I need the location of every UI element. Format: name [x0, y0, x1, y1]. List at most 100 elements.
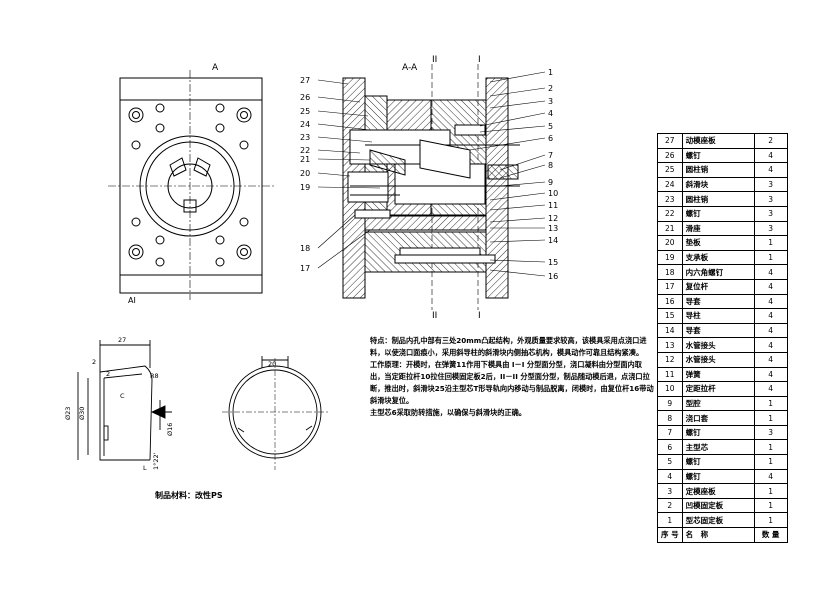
bom-row-quantity: 4 [753, 381, 788, 397]
bom-row-quantity: 4 [753, 162, 788, 178]
bom-row-name: 支承板 [681, 249, 755, 266]
bom-row-name: 斜滑块 [681, 176, 755, 193]
dim-left-small: 2 [106, 370, 110, 378]
bom-row-number: 19 [657, 249, 683, 266]
bom-row-name: 复位杆 [681, 278, 755, 295]
section-title: A-A [402, 63, 418, 73]
callout-labels-right: 1 2 3 4 5 6 7 8 9 10 11 12 13 14 15 16 [548, 68, 558, 281]
bom-row-quantity: 4 [753, 322, 788, 339]
bom-row-quantity: 1 [753, 439, 788, 456]
bom-row-quantity: 1 [753, 497, 788, 514]
callout-18: 18 [300, 244, 310, 253]
callout-17: 17 [300, 264, 310, 273]
callout-27: 27 [300, 76, 310, 85]
bom-row-number: 10 [657, 381, 683, 397]
bom-row-number: 12 [657, 351, 683, 368]
callout-21: 21 [300, 155, 310, 164]
bom-row-quantity: 4 [753, 293, 788, 310]
callout-12: 12 [548, 214, 558, 223]
bom-row-quantity: 3 [753, 424, 788, 441]
dim-r: R8 [150, 372, 159, 380]
bom-row-number: 4 [657, 468, 683, 485]
bom-row-quantity: 1 [753, 395, 788, 412]
bom-row-name: 螺钉 [681, 454, 755, 470]
callout-16: 16 [548, 272, 558, 281]
section-mark-top-left: II [432, 55, 437, 65]
bom-row-name: 螺钉 [681, 147, 755, 164]
bom-row-quantity: 3 [753, 220, 788, 237]
product-dimensions: 27 2 2 C R8 Ø23 Ø30 Ø16 L 1°22' [64, 336, 174, 472]
bom-row-number: 13 [657, 337, 683, 353]
bom-row-number: 11 [657, 366, 683, 383]
bom-row-name: 型芯固定板 [681, 512, 755, 529]
bom-row-number: 5 [657, 454, 683, 470]
bom-row-name: 圆柱销 [681, 162, 755, 178]
callout-22: 22 [300, 146, 310, 155]
section-mark-bottom-right: I [478, 311, 481, 321]
bom-header-number: 序 号 [657, 527, 683, 543]
bom-row-number: 2 [657, 497, 683, 514]
bom-row-quantity: 3 [753, 205, 788, 222]
bom-row-quantity: 1 [753, 483, 788, 499]
callout-26: 26 [300, 93, 310, 102]
callouts-left [317, 79, 381, 269]
bom-row-number: 1 [657, 512, 683, 529]
dim-l: L [143, 464, 147, 472]
callout-2: 2 [548, 84, 553, 93]
dim-top-small: 2 [92, 358, 96, 366]
section-mark-bottom-left: II [432, 311, 437, 321]
callout-24: 24 [300, 120, 310, 129]
bom-row-number: 26 [657, 147, 683, 164]
bom-row-number: 23 [657, 191, 683, 207]
bom-row-number: 21 [657, 220, 683, 237]
callout-25: 25 [300, 107, 310, 116]
bom-row-name: 垫板 [681, 235, 755, 251]
callout-13: 13 [548, 224, 558, 233]
technical-notes: 特点：制品内孔中部有三处20mm凸起结构，外观质量要求较高，该模具采用点浇口进料… [370, 335, 655, 419]
callouts-right [469, 71, 546, 277]
bom-row-quantity: 1 [753, 235, 788, 251]
bom-row-number: 3 [657, 483, 683, 499]
bom-row-name: 动模座板 [681, 133, 755, 149]
bom-row-number: 14 [657, 322, 683, 339]
bom-row-number: 16 [657, 293, 683, 310]
callout-3: 3 [548, 97, 553, 106]
bom-row-name: 内六角螺钉 [681, 264, 755, 280]
bom-row-number: 18 [657, 264, 683, 280]
bom-row-name: 水管接头 [681, 337, 755, 353]
bom-row-quantity: 4 [753, 351, 788, 368]
bom-row-name: 导套 [681, 293, 755, 310]
bom-row-number: 22 [657, 205, 683, 222]
bom-row-name: 圆柱销 [681, 191, 755, 207]
bom-row-quantity: 1 [753, 410, 788, 426]
bom-row-name: 螺钉 [681, 468, 755, 485]
bom-header: 序 号名 称数 量 [657, 527, 788, 543]
bom-row-number: 7 [657, 424, 683, 441]
bom-row-quantity: 4 [753, 468, 788, 485]
callout-6: 6 [548, 134, 553, 143]
callout-23: 23 [300, 133, 310, 142]
bom-row-name: 导柱 [681, 308, 755, 324]
